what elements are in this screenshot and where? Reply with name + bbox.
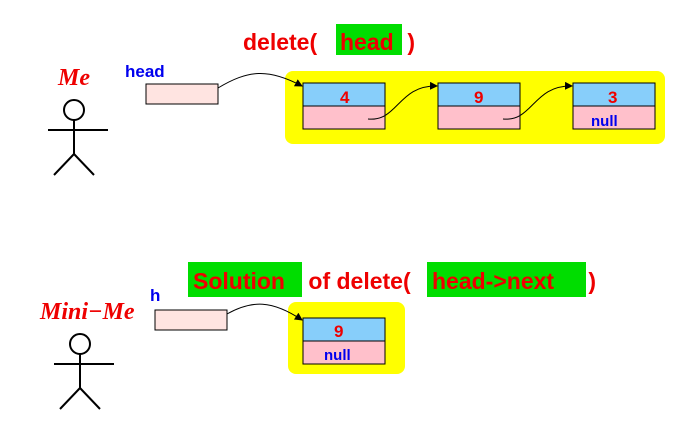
bottom-node-1-value: 9 bbox=[334, 322, 343, 341]
top-node-3-next: null bbox=[591, 113, 618, 130]
bottom-title-middle: of delete( bbox=[302, 268, 411, 294]
top-node-2: 9 bbox=[437, 82, 521, 130]
bottom-title-solution: Solution bbox=[193, 268, 285, 294]
bottom-node-1: 9 null bbox=[302, 317, 386, 365]
top-node-1-next-cell bbox=[302, 105, 386, 130]
top-node-1-value: 4 bbox=[340, 88, 350, 107]
top-node-1-next-arrow bbox=[367, 81, 438, 120]
top-pointer-label: head bbox=[125, 62, 165, 81]
top-pointer-box bbox=[145, 83, 219, 105]
bottom-node-1-next: null bbox=[324, 347, 351, 364]
top-call-arg: head bbox=[340, 29, 394, 55]
top-call-arg-highlight bbox=[336, 24, 402, 55]
bottom-stick-figure-icon bbox=[54, 333, 114, 410]
top-node-3-next-cell bbox=[572, 105, 656, 130]
top-node-2-next-arrow bbox=[502, 81, 573, 120]
bottom-node-1-value-cell bbox=[302, 317, 386, 342]
bottom-pointer-label: h bbox=[150, 286, 160, 305]
bottom-title-arg: head->next bbox=[432, 268, 554, 294]
top-node-3: 3 null bbox=[572, 82, 656, 130]
bottom-pointer-box bbox=[154, 309, 228, 331]
top-node-2-next-cell bbox=[437, 105, 521, 130]
top-node-2-value: 9 bbox=[474, 88, 483, 107]
bottom-h-arrow bbox=[226, 303, 303, 321]
top-node-3-value: 3 bbox=[608, 88, 617, 107]
top-call-prefix: delete( bbox=[243, 29, 317, 55]
bottom-node-1-next-cell bbox=[302, 340, 386, 365]
bottom-solution-highlight bbox=[188, 262, 302, 297]
bottom-actor-label: Mini−Me bbox=[39, 299, 135, 325]
top-call-suffix: ) bbox=[401, 29, 415, 55]
bottom-arg-highlight bbox=[427, 262, 586, 297]
top-actor-label: Me bbox=[57, 65, 90, 91]
top-node-1: 4 bbox=[302, 82, 386, 130]
top-head-arrow bbox=[217, 73, 303, 89]
top-stick-figure-icon bbox=[48, 99, 108, 176]
bottom-title-suffix: ) bbox=[582, 268, 596, 294]
